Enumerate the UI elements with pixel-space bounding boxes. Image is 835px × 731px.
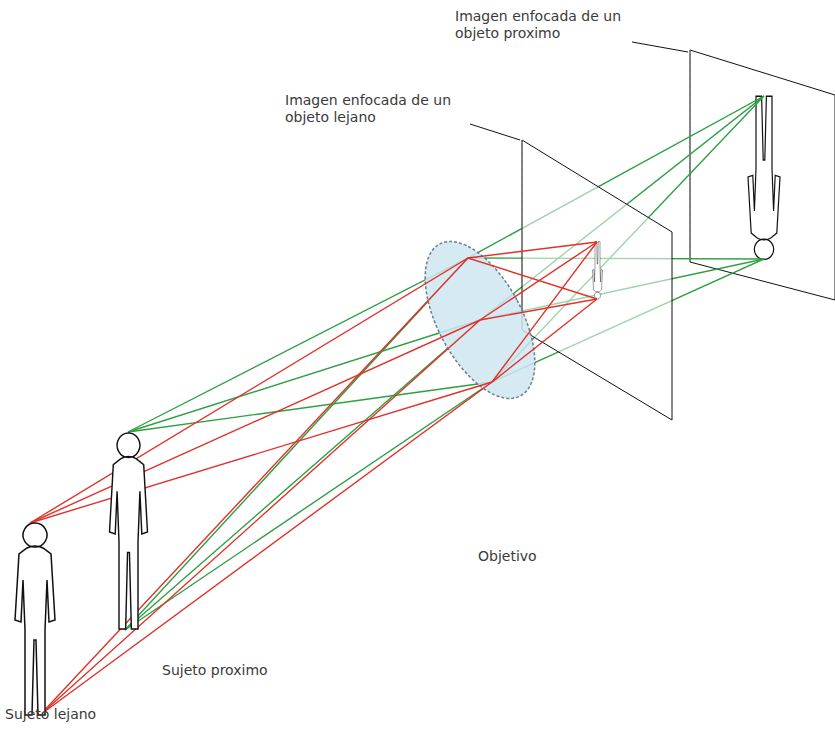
far-rays — [30, 242, 597, 715]
near-rays — [125, 96, 764, 630]
near-image-figure — [748, 96, 780, 259]
image-plane-far — [522, 140, 672, 420]
plane-edge — [522, 140, 523, 330]
plane-edge — [690, 50, 691, 262]
plane-label: Imagen enfocada de un objeto lejano — [285, 92, 460, 126]
plane-label: Imagen enfocada de un objeto proximo — [455, 8, 630, 42]
image-plane-near — [690, 50, 835, 300]
leader-line — [470, 124, 520, 140]
far-image-figure — [593, 242, 603, 300]
near-subject — [110, 433, 148, 629]
far-subject — [15, 523, 55, 715]
leader-line — [632, 42, 688, 52]
lens-label: Objetivo — [478, 548, 598, 565]
subject-label: Sujeto lejano — [5, 706, 165, 723]
subject-label: Sujeto proximo — [162, 662, 322, 679]
